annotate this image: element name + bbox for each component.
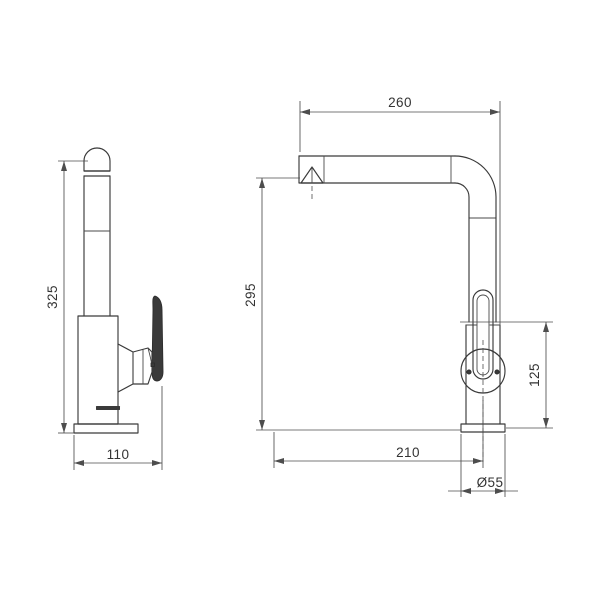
handle-lever-side <box>151 295 164 382</box>
dimension-value-295: 295 <box>243 283 258 307</box>
franke-logo-mark <box>96 406 120 410</box>
dimension-spout-projection: 210 <box>273 400 484 468</box>
spout-column-side <box>83 175 111 317</box>
spout-elbow-front <box>454 155 497 219</box>
front-elevation-view <box>298 155 506 462</box>
dimension-overall-depth: 110 <box>73 386 163 470</box>
dimension-handle-height: 125 <box>460 321 553 429</box>
dimension-value-260: 260 <box>388 95 412 110</box>
tap-body-front <box>465 324 501 425</box>
spout-downtube-front <box>468 217 497 323</box>
dimension-value-110: 110 <box>107 447 130 462</box>
dimension-overall-width: 260 <box>299 95 501 325</box>
dimension-base-diameter: Ø55 <box>448 434 518 497</box>
dimension-value-125: 125 <box>527 363 542 387</box>
dimension-value-diameter-55: Ø55 <box>477 475 504 490</box>
base-plate-side <box>73 423 139 434</box>
dimension-value-325: 325 <box>45 285 60 309</box>
spout-outlet-marker-icon <box>300 166 324 184</box>
dimension-spout-height: 295 <box>243 177 461 431</box>
base-plate-front <box>460 423 506 433</box>
spout-cap-side <box>83 147 111 177</box>
spout-arm-front <box>298 155 456 184</box>
side-elevation-view <box>73 147 164 434</box>
dimension-value-210: 210 <box>396 445 420 460</box>
dimension-overall-height: 325 <box>45 160 88 434</box>
handle-hub-side <box>117 343 155 393</box>
